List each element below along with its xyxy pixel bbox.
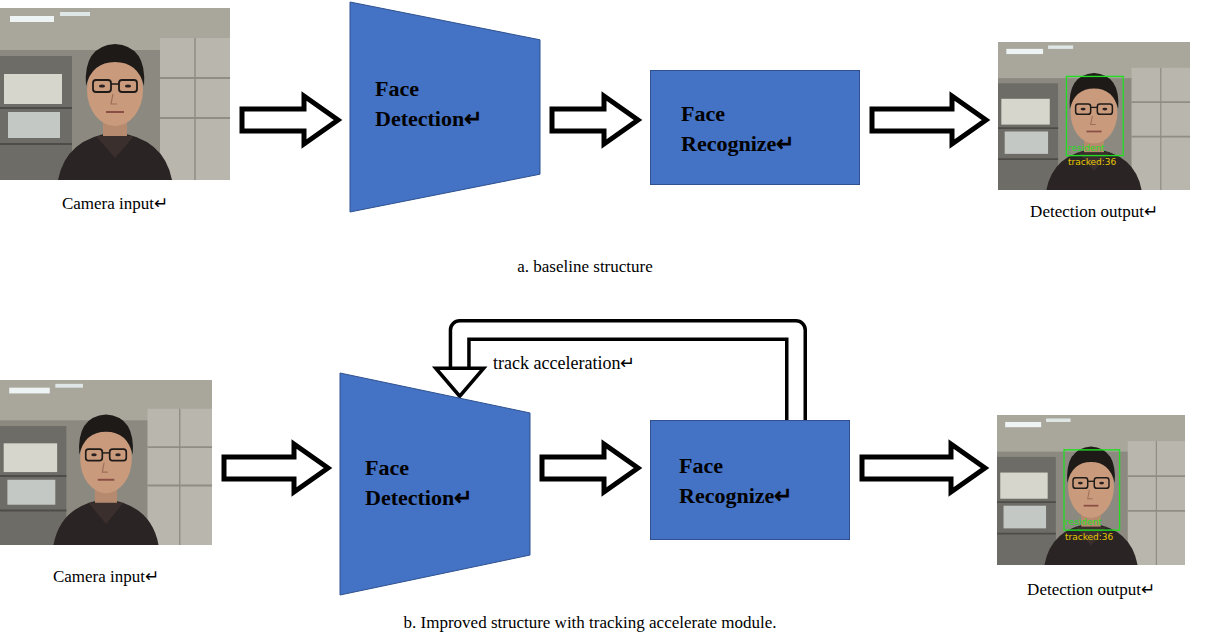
trapezoid-outline <box>340 373 530 595</box>
photo-frame: Detection output↵ <box>998 42 1190 190</box>
feedback-arrow-fill <box>460 330 796 420</box>
photo-caption: Detection output↵ <box>947 580 1205 600</box>
block-arrow-shape <box>872 96 986 144</box>
photo-caption: Detection output↵ <box>948 202 1205 222</box>
node-text: Face Recognize↵ <box>681 99 831 159</box>
camera-photo-image <box>0 8 230 180</box>
arrow-head <box>436 368 484 396</box>
photo-frame: Detection output↵ <box>997 415 1185 565</box>
node-text: Face Recognize↵ <box>679 451 829 511</box>
node-text: Face Detection↵ <box>365 453 515 513</box>
node-text: Face Detection↵ <box>375 74 525 134</box>
photo-frame: Camera input↵ <box>0 8 230 180</box>
block-arrow <box>552 96 638 144</box>
feedback-arrow-outline <box>460 330 796 420</box>
block-arrow-shape <box>542 444 638 492</box>
block-arrow-shape <box>242 96 338 144</box>
edge-label: track acceleration↵ <box>490 352 638 374</box>
block-arrow-shape <box>224 444 328 492</box>
block-arrow <box>872 96 986 144</box>
photo-caption: Camera input↵ <box>0 194 280 214</box>
block-arrow <box>862 444 985 492</box>
photo-caption: Camera input↵ <box>0 567 262 587</box>
detection-trapezoid: Face Detection↵ <box>350 2 540 212</box>
output-photo-image <box>998 42 1190 190</box>
camera-photo-image <box>0 380 212 545</box>
figure-caption: b. Improved structure with tracking acce… <box>240 612 940 634</box>
overlay-text: tracked:36 <box>1065 532 1113 542</box>
block-arrow <box>542 444 638 492</box>
photo-frame: Camera input↵ <box>0 380 212 545</box>
overlay-text: tracked:36 <box>1068 157 1116 167</box>
block-arrow-shape <box>552 96 638 144</box>
output-photo-image <box>997 415 1185 565</box>
trapezoid-shape <box>340 373 530 595</box>
trapezoid-outline <box>350 2 540 212</box>
process-box: Face Recognize↵ <box>650 70 860 185</box>
figure-caption: a. baseline structure <box>235 256 935 278</box>
block-arrow-shape <box>862 444 985 492</box>
process-box: Face Recognize↵ <box>650 420 850 540</box>
block-arrow <box>224 444 328 492</box>
block-arrow <box>242 96 338 144</box>
detection-trapezoid: Face Detection↵ <box>340 373 530 595</box>
overlay-text: resident <box>1065 517 1102 527</box>
overlay-text: resident <box>1068 143 1105 153</box>
